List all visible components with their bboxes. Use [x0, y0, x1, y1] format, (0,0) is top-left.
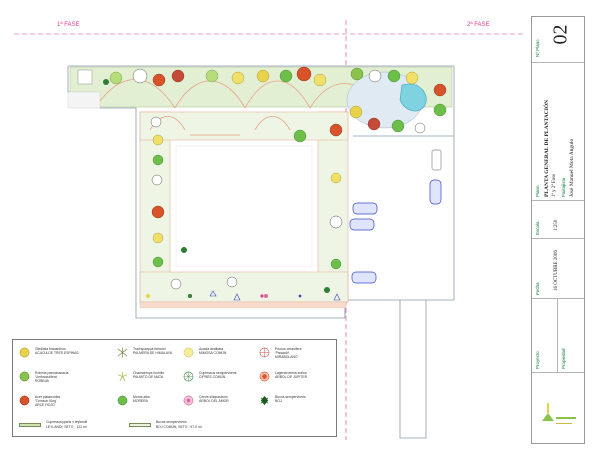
hedge-buxus-icon [129, 423, 151, 427]
entrance-box [77, 69, 93, 85]
tb-logo [532, 373, 584, 443]
legend-item-gleditsia: Gleditsia triacanthos ACACIA DE TRES ESP… [19, 346, 99, 366]
plant-legend: Gleditsia triacanthos ACACIA DE TRES ESP… [12, 339, 337, 437]
legend-item-cercis: Cercis siliquastrum ÁRBOL DEL AMOR [183, 394, 263, 414]
author-name: José Manuel Mota Angulo [569, 138, 575, 197]
legend-item-prunus: Prunus cerasifera 'Pissardii' MIRABOLANO [259, 346, 339, 366]
palm-icon [117, 347, 128, 358]
phase-1-label: 1ª FASE [57, 22, 80, 28]
mimosa-icon [183, 347, 194, 358]
hedge-leylandii-icon [19, 423, 41, 427]
legend-item-acer: Acer platanoides 'Crimson King' ARCE ROJ… [19, 394, 99, 414]
site-markers [209, 290, 341, 301]
tb-date: Fecha 16 OCTUBRE 2006 [532, 239, 584, 299]
prunus-icon [259, 347, 270, 358]
tb-owner: Propiedad [558, 299, 584, 373]
tb-scale: Escala 1:250 [532, 201, 584, 239]
tb-plan-title: Plano PLANTA GENERAL DE PLANTACIÓN 1ª y … [532, 63, 584, 201]
garden-pond [346, 71, 427, 129]
tb-plan-number: Nº Plano 02 [532, 17, 584, 63]
plan-number-value: 02 [549, 24, 572, 45]
date-value: 16 OCTUBRE 2006 [554, 250, 559, 291]
tree-green-icon [19, 371, 30, 382]
tree-lightgreen-icon [117, 395, 128, 406]
entrance-strip [67, 91, 101, 109]
legend-item-robinia: Robinia pseudoacacia 'Umbraculifera' ROB… [19, 370, 99, 390]
tree-red-icon [19, 395, 30, 406]
legend-item-lagerstroemia: Lagerstroemia indica ÁRBOL DE JÚPITER [259, 370, 339, 390]
legend-item-buxus: Buxus sempervirens BOJ [259, 394, 339, 414]
studio-logo-icon [542, 403, 576, 424]
scale-value: 1:250 [554, 219, 559, 231]
dwarf-palm-icon [117, 371, 128, 382]
tree-pink-icon [183, 395, 194, 406]
title-block: Nº Plano 02 Plano PLANTA GENERAL DE PLAN… [531, 16, 585, 444]
legend-item-morus: Morus alba MORERA [117, 394, 197, 414]
legend-item-chamaerops: Chamaerops humilis PALMITO DE MATA [117, 370, 197, 390]
legend-hedge-leylandii: Cupressocyparis x leylandii LEYLANDI, SE… [19, 420, 114, 434]
legend-item-cupressus: Cupressus sempervirens CIPRÉS COMÚN [183, 370, 263, 390]
legend-item-trachycarpus: Trachycarpus fortunei PALMERA DE HIMALAY… [117, 346, 197, 366]
legend-item-acacia: Acacia dealbata MIMOSA COMÚN [183, 346, 263, 366]
parked-cars [349, 149, 442, 284]
trees [103, 66, 447, 298]
tree-yellow-icon [19, 347, 30, 358]
phase-2-label: 2ª FASE [467, 22, 490, 28]
plan-title-line1: PLANTA GENERAL DE PLANTACIÓN [544, 99, 550, 197]
plan-title-line2: 1ª y 2ª Fase [552, 173, 557, 197]
legend-hedge-buxus: Buxus sempervirens BOJ COMÚN, SETO - 97.… [129, 420, 224, 434]
buxus-icon [260, 395, 269, 406]
tb-project: Proyecto [532, 299, 558, 373]
cypress-icon [183, 371, 194, 382]
lagerstroemia-icon [259, 371, 270, 382]
